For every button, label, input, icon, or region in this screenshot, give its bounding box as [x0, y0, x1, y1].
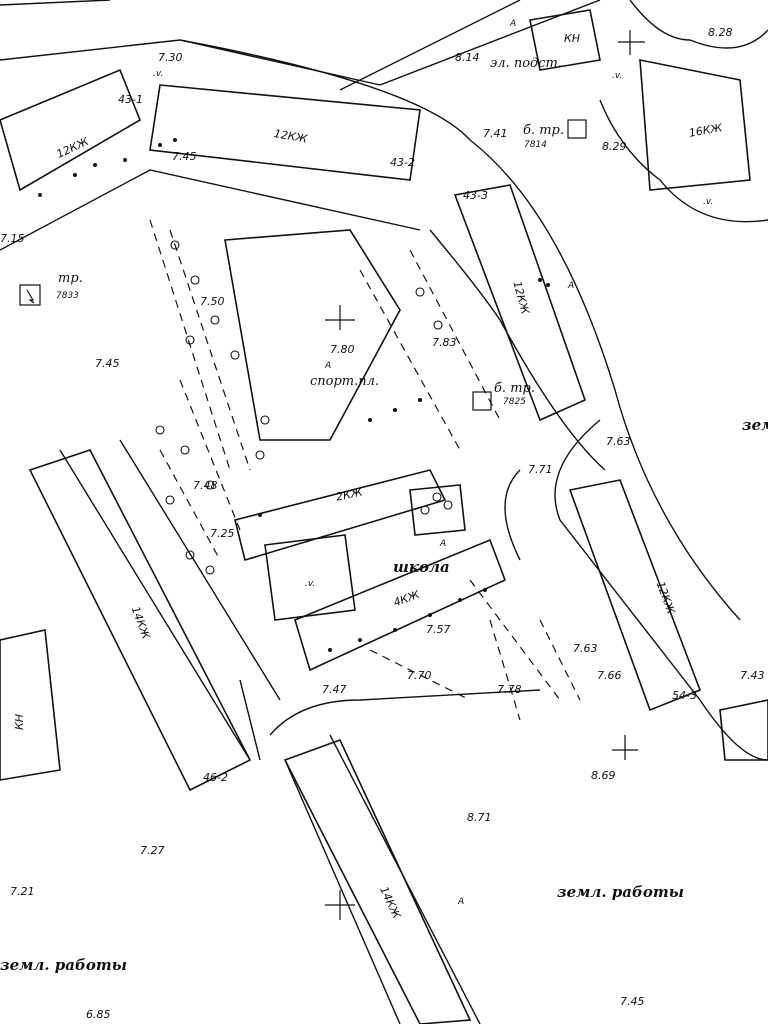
label-earthworks-east: земл. работы: [557, 883, 684, 901]
label-transformer-7833: тр.: [58, 271, 83, 286]
label-46-2: 46-2: [203, 771, 228, 784]
elevation-7-71: 7.71: [528, 463, 553, 476]
school-court: [409, 484, 466, 536]
transformer-7825-icon: [472, 391, 492, 411]
symbol-a: А: [440, 539, 447, 549]
transformer-7833-icon: [19, 284, 41, 306]
building-kn-top: [529, 9, 601, 71]
elevation-7-21: 7.21: [10, 885, 35, 898]
label-43-1: 43-1: [118, 93, 143, 106]
elevation-7-48: 7.48: [193, 479, 218, 492]
label-54-3: 54-3: [672, 689, 697, 702]
buildings: [0, 9, 768, 1024]
vegetation-symbol: .v.: [703, 197, 714, 207]
building-12kzh-north: [149, 84, 421, 181]
elevation-7-27: 7.27: [140, 844, 165, 857]
school-yard: [264, 534, 356, 621]
elevation-7-63-a: 7.63: [606, 435, 631, 448]
label-kn-west: КН: [13, 713, 26, 730]
elevation-7-57: 7.57: [426, 623, 451, 636]
symbol-a: А: [510, 19, 517, 29]
elevation-8-28: 8.28: [708, 26, 733, 39]
elevation-7-45-b: 7.45: [95, 357, 120, 370]
label-earthworks-west: земл. работы: [0, 956, 127, 974]
elevation-7-25: 7.25: [210, 527, 235, 540]
elevation-7-15: 7.15: [0, 232, 25, 245]
code-7814: 7814: [524, 140, 547, 150]
building-16kzh: [639, 59, 751, 191]
elevation-7-70: 7.70: [407, 669, 432, 682]
transformer-7814-icon: [567, 119, 587, 139]
label-43-2: 43-2: [390, 156, 415, 169]
elevation-7-43: 7.43: [740, 669, 765, 682]
label-substation: эл. подст.: [490, 56, 563, 71]
building-4kzh: [294, 538, 507, 672]
building-12kzh-east: [453, 184, 586, 422]
elevation-7-41: 7.41: [483, 127, 508, 140]
label-kn-top: КН: [564, 32, 581, 45]
elevation-6-85: 6.85: [86, 1008, 111, 1021]
building-2kzh: [234, 469, 447, 562]
label-booth-7814: б. тр.: [523, 123, 564, 138]
label-booth-7825: б. тр.: [494, 381, 535, 396]
elevation-8-29: 8.29: [602, 140, 627, 153]
elevation-7-47: 7.47: [322, 683, 347, 696]
elevation-7-83: 7.83: [432, 336, 457, 349]
building-12kzh-southeast: [568, 479, 702, 712]
sport-ground: [224, 229, 401, 441]
vegetation-symbol: .v.: [153, 69, 164, 79]
symbol-a: А: [325, 361, 332, 371]
dots: [38, 138, 550, 652]
code-7833: 7833: [56, 291, 79, 301]
symbol-a: А: [568, 281, 575, 291]
elevation-8-71: 8.71: [467, 811, 492, 824]
building-12kzh-west: [0, 68, 141, 192]
label-school: школа: [393, 558, 450, 576]
elevation-7-66: 7.66: [597, 669, 622, 682]
vegetation-symbol: .v.: [612, 71, 623, 81]
elevation-7-63-b: 7.63: [573, 642, 598, 655]
elevation-7-45-a: 7.45: [172, 150, 197, 163]
elevation-8-69: 8.69: [591, 769, 616, 782]
trees: [155, 240, 453, 575]
vegetation-symbol: .v.: [305, 579, 316, 589]
building-14kzh-south: [283, 738, 472, 1024]
elevation-8-14: 8.14: [455, 51, 480, 64]
label-sport-ground: спорт.пл.: [310, 374, 380, 389]
symbol-a: А: [458, 897, 465, 907]
label-earthworks-partial: зем: [742, 416, 768, 434]
building-east-edge: [719, 699, 768, 761]
label-43-3: 43-3: [463, 189, 488, 202]
elevation-7-50: 7.50: [200, 295, 225, 308]
elevation-7-30: 7.30: [158, 51, 183, 64]
elevation-7-78: 7.78: [497, 683, 522, 696]
building-14kzh-west: [28, 449, 252, 792]
survey-crosses: [325, 30, 645, 920]
building-kn-west: [0, 629, 61, 781]
transformer-symbols: [19, 119, 587, 411]
code-7825: 7825: [503, 397, 526, 407]
elevation-7-80: 7.80: [330, 343, 355, 356]
elevation-7-45-c: 7.45: [620, 995, 645, 1008]
